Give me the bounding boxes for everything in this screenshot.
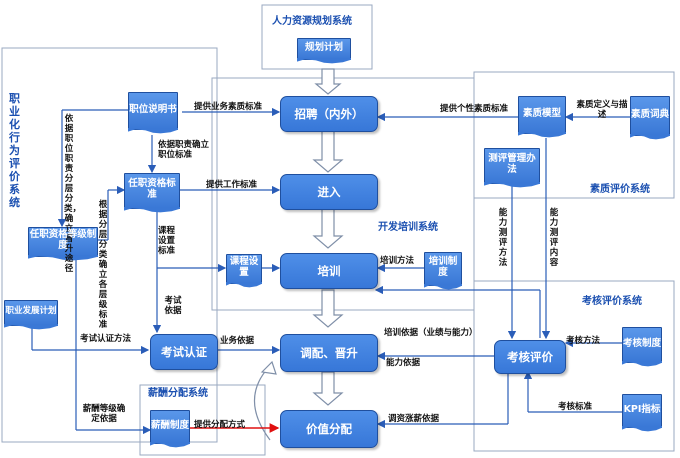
label-tier-std: 根据分层分类确立各层级标准: [98, 200, 108, 330]
doc-training-system-label: 培训制度: [428, 256, 458, 278]
doc-qualification-grade-system-label: 任职资格等级制度: [29, 229, 97, 251]
doc-kpi-label: KPI指标: [623, 403, 661, 415]
label-course-std: 课程设置标准: [158, 226, 176, 256]
doc-career-plan-label: 职业发展计划: [5, 305, 57, 316]
region-salary: [139, 384, 266, 456]
label-business-quality-std: 提供业务素质标准: [194, 102, 263, 112]
process-entry[interactable]: 进入: [280, 174, 378, 210]
process-training[interactable]: 培训: [280, 253, 378, 289]
label-job-duty-std: 依据职责确立职位标准: [158, 140, 210, 160]
region-competency: [473, 71, 675, 199]
label-exam-basis: 考试依据: [164, 296, 182, 316]
title-hr-planning-system: 人力资源规划系统: [272, 16, 352, 27]
process-exam-certification[interactable]: 考试认证: [150, 334, 218, 370]
doc-training-system[interactable]: 培训制度: [424, 252, 462, 286]
title-appraisal-system: 考核评价系统: [582, 296, 642, 307]
doc-salary-system-label: 薪酬制度: [151, 419, 190, 431]
doc-job-description[interactable]: 职位说明书: [128, 92, 178, 130]
label-salary-grade-basis: 薪酬等级确定依据: [82, 404, 126, 424]
label-ability-eval-content: 能力测评内容: [549, 208, 559, 268]
doc-plan-label: 规划计划: [304, 41, 343, 53]
label-work-std: 提供工作标准: [206, 180, 258, 190]
doc-competency-model-label: 素质模型: [522, 107, 561, 119]
doc-qualification-grade-system[interactable]: 任职资格等级制度: [28, 227, 98, 257]
label-distribution-method: 提供分配方式: [194, 420, 246, 430]
doc-course-setting-label: 课程设置: [229, 256, 259, 278]
title-development-system: 开发培训系统: [378, 222, 438, 233]
region-career: [1, 47, 218, 443]
flow-arrows: [253, 68, 344, 441]
process-transfer-promotion[interactable]: 调配、晋升: [280, 334, 378, 372]
doc-qualification-standard[interactable]: 任职资格标准: [124, 173, 180, 209]
doc-career-plan[interactable]: 职业发展计划: [4, 300, 58, 326]
label-appraisal-method: 考核方法: [566, 336, 601, 346]
doc-assessment-method-label: 测评管理办法: [488, 153, 536, 175]
doc-appraisal-system[interactable]: 考核制度: [622, 327, 662, 363]
process-value-distribution[interactable]: 价值分配: [280, 410, 378, 448]
label-quality-definition: 素质定义与描述: [576, 100, 628, 120]
label-exam-method: 考试认证方法: [80, 334, 132, 344]
label-personal-quality-std: 提供个性素质标准: [440, 104, 509, 114]
label-ability-eval-method: 能力测评方法: [498, 208, 508, 268]
title-competency-system: 素质评价系统: [590, 184, 650, 195]
process-appraisal[interactable]: 考核评价: [494, 340, 566, 374]
process-recruit[interactable]: 招聘（内外）: [280, 96, 378, 132]
label-career-basis: 依据职位职责分层分类，确立晋升途径: [64, 114, 82, 274]
title-salary-system: 薪酬分配系统: [148, 388, 208, 399]
doc-course-setting[interactable]: 课程设置: [226, 254, 262, 284]
label-training-basis: 培训依据（业绩与能力）: [384, 328, 478, 338]
doc-salary-system[interactable]: 薪酬制度: [150, 410, 190, 444]
doc-kpi[interactable]: KPI指标: [622, 394, 662, 428]
doc-job-description-label: 职位说明书: [129, 103, 177, 115]
label-appraisal-std: 考核标准: [558, 402, 593, 412]
title-career-system: 职业化行为评价系统: [9, 92, 20, 209]
doc-competency-dictionary[interactable]: 素质词典: [630, 96, 670, 136]
region-appraisal: [473, 280, 675, 452]
label-salary-adjust-basis: 调资涨薪依据: [388, 414, 440, 424]
label-business-basis: 业务依据: [220, 336, 255, 346]
doc-qualification-standard-label: 任职资格标准: [128, 178, 176, 200]
doc-assessment-method[interactable]: 测评管理办法: [484, 148, 540, 184]
label-training-method: 培训方法: [380, 256, 415, 266]
doc-competency-dictionary-label: 素质词典: [631, 108, 670, 120]
doc-competency-model[interactable]: 素质模型: [518, 96, 566, 134]
doc-plan[interactable]: 规划计划: [297, 38, 351, 60]
label-ability-basis: 能力依据: [386, 358, 421, 368]
doc-appraisal-system-label: 考核制度: [623, 337, 662, 349]
